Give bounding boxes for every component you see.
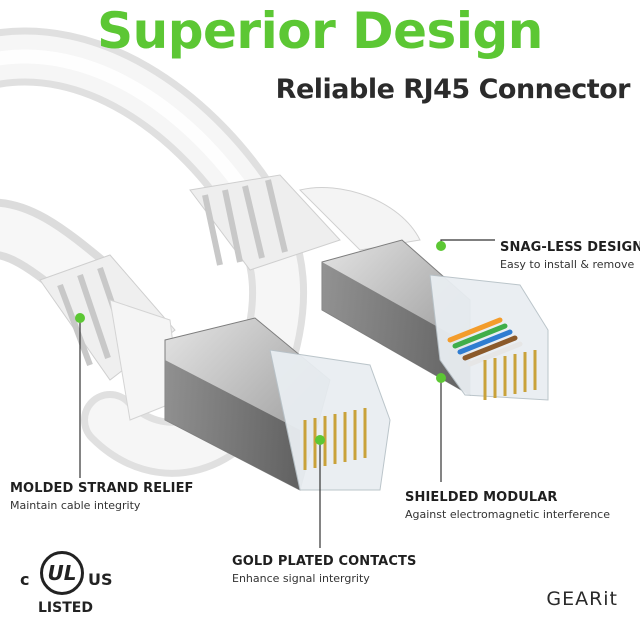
lower-boot (39, 254, 181, 421)
callout-subtitle: Against electromagnetic interference (405, 508, 610, 521)
callout-dots (75, 241, 446, 445)
callout-title: SNAG-LESS DESIGN (500, 240, 640, 255)
callout-gold-contacts: GOLD PLATED CONTACTS Enhance signal inte… (232, 554, 416, 585)
lower-shield (164, 317, 391, 491)
callout-subtitle: Enhance signal intergrity (232, 572, 370, 585)
callout-title: MOLDED STRAND RELIEF (10, 481, 194, 496)
callout-subtitle: Easy to install & remove (500, 258, 635, 271)
ul-listed-logo: c UL US LISTED (20, 548, 113, 618)
callout-title: GOLD PLATED CONTACTS (232, 554, 417, 569)
brand-logo: GEARit (546, 588, 618, 610)
callout-strain-relief: MOLDED STRAND RELIEF Maintain cable inte… (10, 481, 194, 512)
callout-shielded: SHIELDED MODULAR Against electromagnetic… (405, 490, 610, 521)
callout-pointers (79, 239, 495, 548)
callout-snagless: SNAG-LESS DESIGN Easy to install & remov… (500, 240, 640, 271)
callout-subtitle: Maintain cable integrity (10, 499, 141, 512)
callout-title: SHIELDED MODULAR (405, 490, 558, 505)
upper-shield (321, 239, 549, 401)
headline: Superior Design (97, 2, 543, 60)
upper-boot (189, 174, 421, 271)
subheadline: Reliable RJ45 Connector (275, 74, 631, 105)
